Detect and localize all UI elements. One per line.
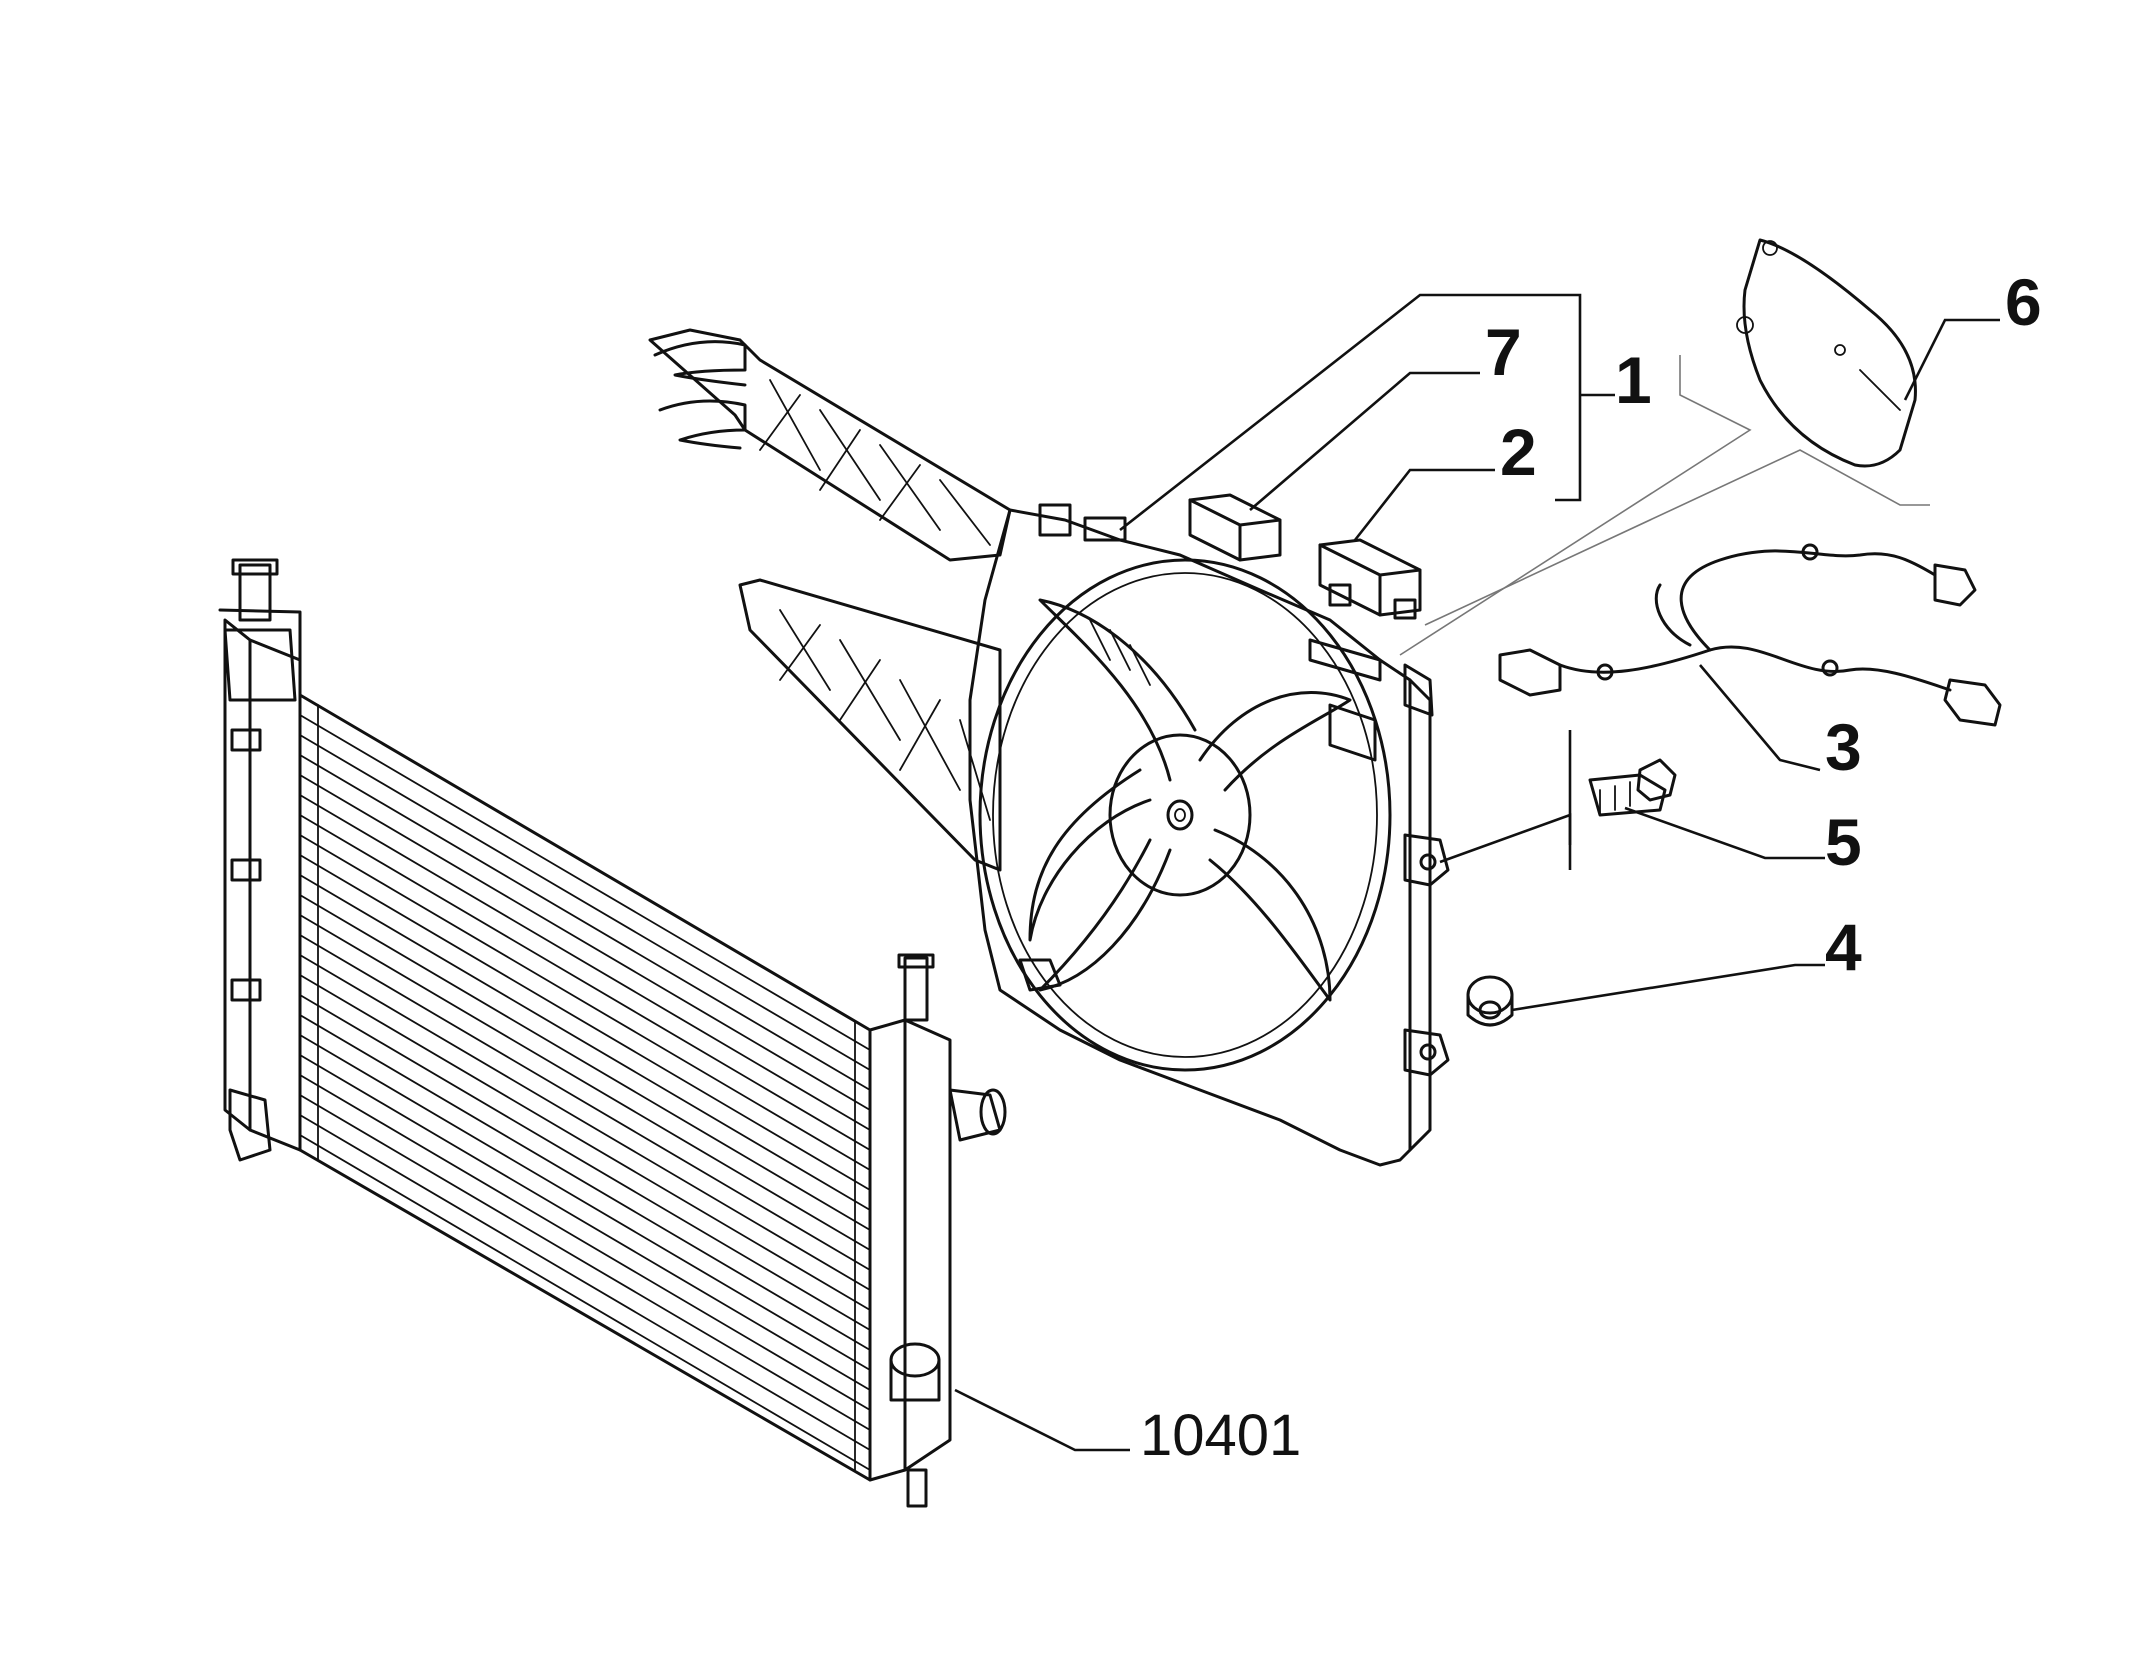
- callout-3: 3: [1825, 710, 1862, 784]
- callout-6: 6: [2005, 265, 2042, 339]
- part-6-cover: [1736, 238, 1917, 468]
- radiator: [218, 558, 1007, 1508]
- callout-2: 2: [1500, 415, 1537, 489]
- leader-lines: [954, 293, 2000, 1452]
- callout-5: 5: [1825, 805, 1862, 879]
- fan-blades: [1028, 598, 1352, 1002]
- part-2-resistor: [1318, 538, 1422, 620]
- part-7-clip: [1188, 493, 1282, 562]
- part-3-harness: [1498, 543, 2002, 727]
- callout-4: 4: [1825, 910, 1862, 984]
- part-4-grommet: [1466, 975, 1514, 1027]
- fan-shroud-bracket: [648, 328, 1450, 1167]
- radiator-fins: [299, 714, 871, 1471]
- callout-1: 1: [1615, 343, 1652, 417]
- callout-7: 7: [1485, 315, 1522, 389]
- callout-10401: 10401: [1140, 1403, 1301, 1468]
- projection-lines: [1399, 355, 1930, 656]
- part-5-bolt: [1588, 758, 1677, 817]
